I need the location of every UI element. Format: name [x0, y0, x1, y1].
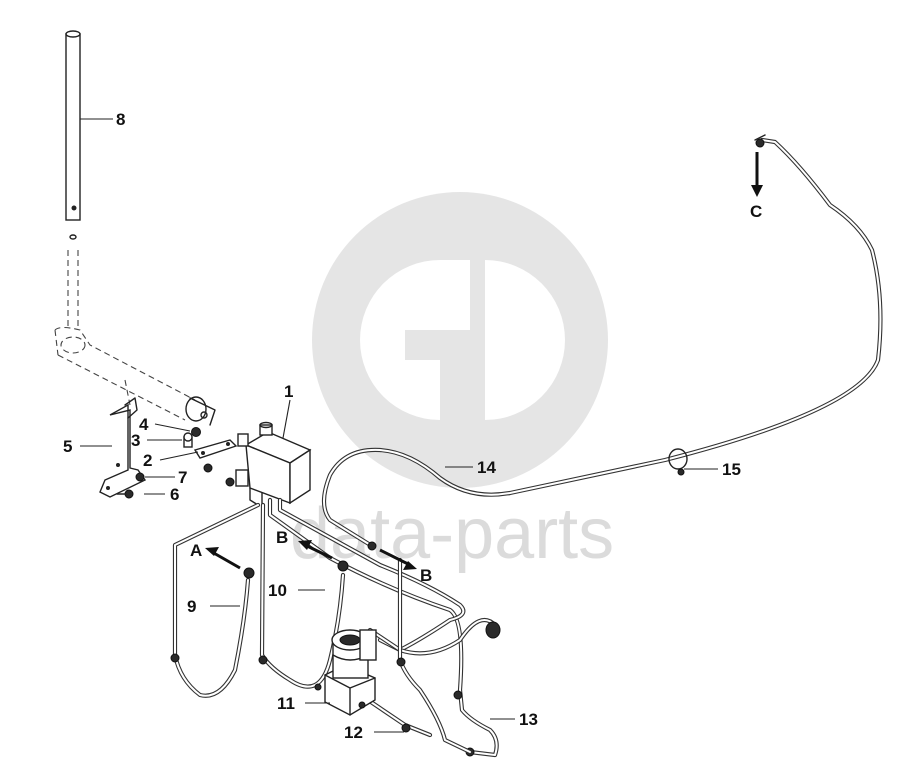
- callout-13: 13: [519, 710, 538, 729]
- callout-6: 6: [170, 485, 179, 504]
- long-hydraulic-tube: [321, 134, 883, 551]
- marker-a: A: [190, 541, 202, 560]
- callout-labels: 8 1 4 3 5 2 7 6 9 10 11 12 13 14 15 A B …: [63, 110, 762, 742]
- control-valve-box: [235, 421, 312, 506]
- callout-5: 5: [63, 437, 72, 456]
- marker-c: C: [750, 202, 762, 221]
- marker-b-left: B: [276, 528, 288, 547]
- callout-8: 8: [116, 110, 125, 129]
- hydraulic-lines: [170, 497, 501, 758]
- small-hardware: [116, 427, 238, 499]
- callout-4: 4: [139, 415, 149, 434]
- lever-rod: [54, 30, 216, 426]
- mounting-bracket: [99, 397, 147, 498]
- hydraulic-pump: [314, 629, 377, 716]
- callout-15: 15: [722, 460, 741, 479]
- callout-1: 1: [284, 382, 293, 401]
- callout-14: 14: [477, 458, 496, 477]
- tube-clamp: [668, 448, 688, 476]
- callout-10: 10: [268, 581, 287, 600]
- callout-12: 12: [344, 723, 363, 742]
- marker-b-right: B: [420, 566, 432, 585]
- callout-11: 11: [277, 694, 295, 713]
- connection-arrows: [205, 152, 763, 570]
- callout-3: 3: [131, 431, 140, 450]
- callout-9: 9: [187, 597, 196, 616]
- callout-2: 2: [143, 451, 152, 470]
- leader-lines: [80, 118, 718, 733]
- watermark-logo: [312, 192, 608, 488]
- callout-7: 7: [178, 468, 187, 487]
